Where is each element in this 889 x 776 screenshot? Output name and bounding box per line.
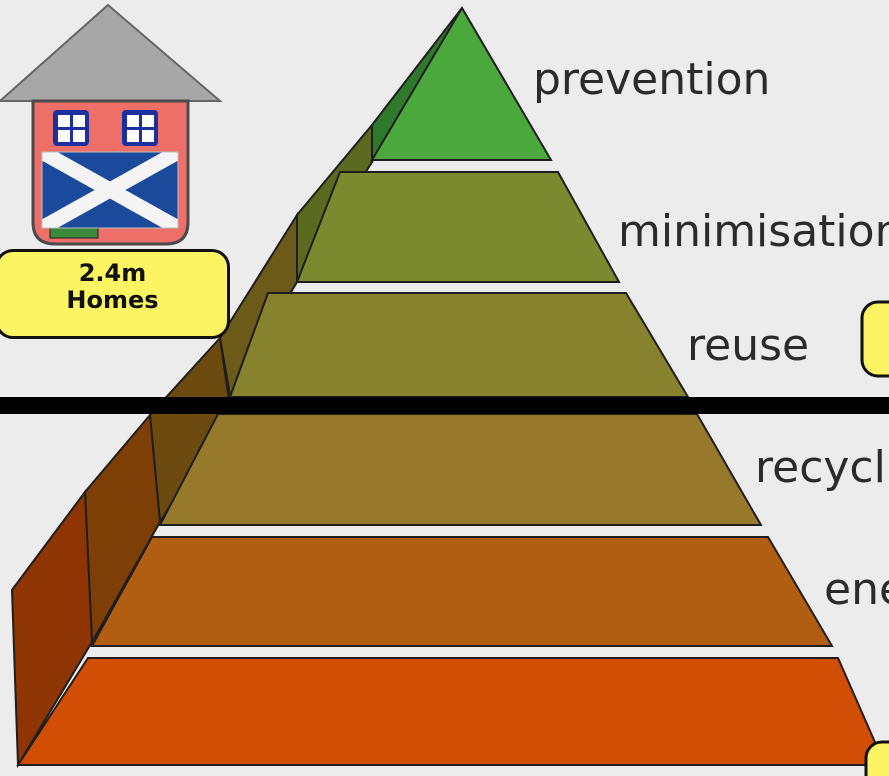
homes-callout: 2.4m Homes (0, 249, 230, 339)
tier-prevention (370, 6, 553, 161)
divider-bar (0, 397, 889, 414)
tier-label-prevention: prevention (533, 54, 771, 105)
tier-recycle (158, 413, 763, 526)
tier-disposal (16, 657, 887, 766)
homes-count: 2.4m (78, 259, 147, 287)
tier-label-recycle: recycl (755, 442, 886, 493)
house-icon (0, 3, 223, 246)
tier-minimisation (295, 171, 621, 283)
window-icon (53, 110, 89, 146)
pyramid-front-faces (16, 6, 887, 766)
tier-label-energy: ene (824, 564, 889, 615)
tier-label-minimisation: minimisation (618, 206, 889, 257)
tier-energy (90, 536, 834, 647)
tier-label-reuse: reuse (687, 320, 810, 371)
scotland-flag-icon (41, 151, 179, 229)
homes-label: Homes (66, 286, 159, 314)
tier-reuse (228, 292, 690, 398)
window-icon (122, 110, 158, 146)
partial-callout-bottom (864, 740, 889, 776)
partial-callout-right (860, 300, 889, 378)
